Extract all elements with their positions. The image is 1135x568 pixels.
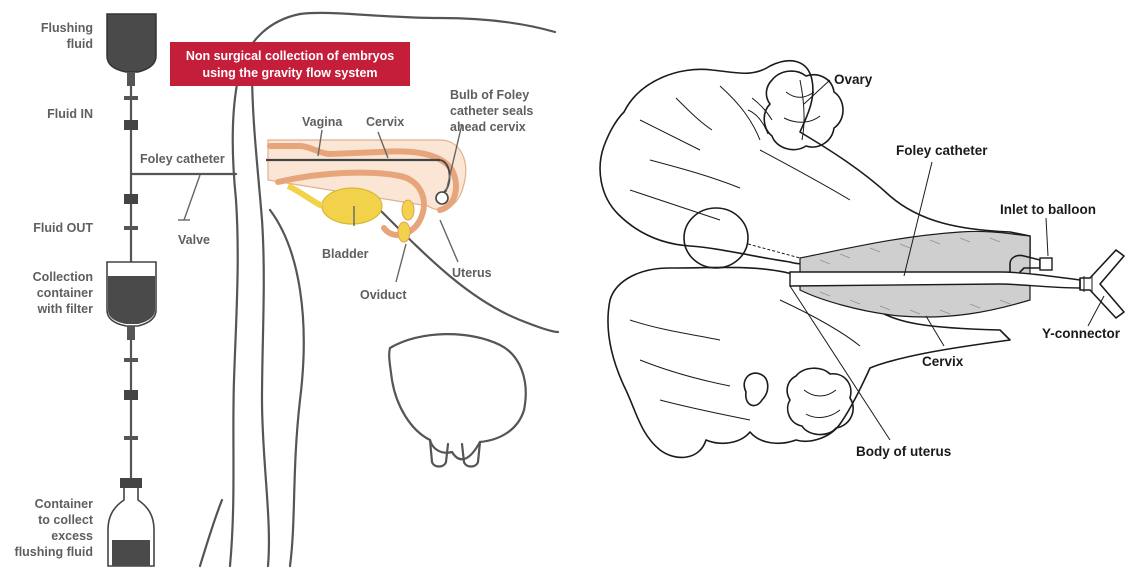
label-foley-catheter-right: Foley catheter — [896, 143, 988, 158]
balloon — [684, 208, 748, 268]
gravity-flow-diagram: Non surgical collection of embryos using… — [15, 13, 558, 566]
label-bladder: Bladder — [322, 247, 369, 261]
label-valve: Valve — [178, 233, 210, 247]
label-collection-1: Collection — [33, 270, 93, 284]
label-container-excess-2: to collect — [38, 513, 94, 527]
y-connector — [1080, 250, 1124, 318]
label-body-of-uterus: Body of uterus — [856, 444, 951, 459]
label-flushing-fluid-1: Flushing — [41, 21, 93, 35]
foley-bulb — [436, 192, 448, 204]
label-inlet-to-balloon: Inlet to balloon — [1000, 202, 1096, 217]
label-bulb-2: catheter seals — [450, 104, 533, 118]
label-bulb-3: ahead cervix — [450, 120, 526, 134]
label-fluid-out: Fluid OUT — [33, 221, 93, 235]
label-flushing-fluid-2: fluid — [67, 37, 93, 51]
label-y-connector: Y-connector — [1042, 326, 1121, 341]
reproductive-tract — [266, 140, 466, 242]
banner-line-2: using the gravity flow system — [202, 66, 377, 80]
label-container-excess-4: flushing fluid — [15, 545, 93, 559]
label-cervix: Cervix — [366, 115, 404, 129]
label-container-excess-3: excess — [51, 529, 93, 543]
label-collection-2: container — [37, 286, 93, 300]
excess-fluid-bottle — [108, 478, 154, 566]
banner-line-1: Non surgical collection of embryos — [186, 49, 394, 63]
label-uterus: Uterus — [452, 266, 492, 280]
uterus-catheter-diagram: Ovary Foley catheter Inlet to balloon Y-… — [600, 61, 1124, 459]
label-bulb-1: Bulb of Foley — [450, 88, 529, 102]
label-fluid-in: Fluid IN — [47, 107, 93, 121]
label-cervix-right: Cervix — [922, 354, 964, 369]
flushing-fluid-bag — [107, 14, 156, 86]
ovary-bottom — [744, 368, 853, 434]
label-oviduct: Oviduct — [360, 288, 407, 302]
label-collection-3: with filter — [36, 302, 93, 316]
label-container-excess-1: Container — [35, 497, 93, 511]
label-ovary: Ovary — [834, 72, 873, 87]
collection-container — [107, 262, 156, 340]
label-vagina: Vagina — [302, 115, 343, 129]
valve-stem — [184, 175, 200, 220]
label-foley-catheter: Foley catheter — [140, 152, 225, 166]
bladder-shape — [322, 188, 382, 224]
ovary-top — [748, 71, 843, 150]
